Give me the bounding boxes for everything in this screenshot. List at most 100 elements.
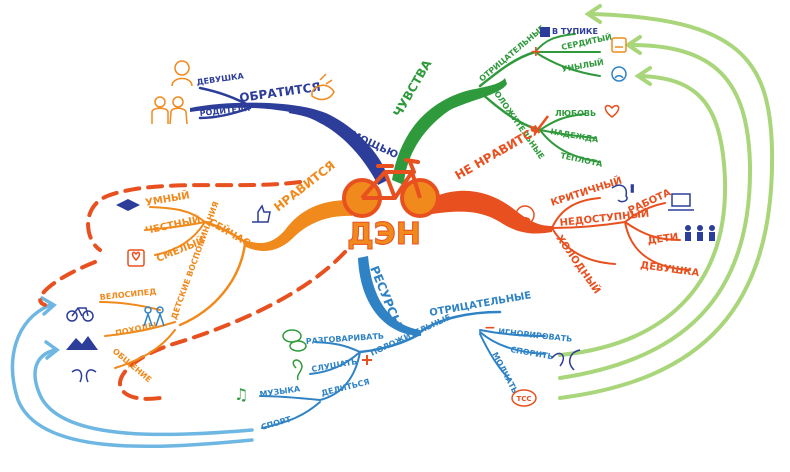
heart-icon <box>604 104 620 118</box>
music-symbol: ♫ <box>234 385 248 404</box>
line-likes-honest <box>144 221 206 231</box>
feelings-pos-item-0: ЛЮБОВЬ <box>555 109 596 118</box>
line-feelings-pos-a <box>539 113 586 131</box>
music-notes-icon: ♫ <box>234 385 248 404</box>
green-arrow-head-2 <box>624 35 642 55</box>
res-pos-item-4: СПОРТ <box>260 415 293 432</box>
sad-face-icon <box>611 66 627 82</box>
line-feelings-pos-b <box>539 129 596 139</box>
res-neg-item-2: МОЛЧАТЬ <box>490 351 519 396</box>
help-title: ОБРАТИТСЯ <box>238 80 321 105</box>
checkmark-icon <box>529 115 549 134</box>
sub-branches <box>99 33 691 429</box>
line-likes-smart <box>149 206 206 223</box>
likes-child-item-2: ОБЩЕНИЕ <box>111 347 153 385</box>
green-arrow-inner <box>558 74 728 357</box>
line-res-ignore <box>479 329 546 337</box>
brave-icon <box>127 249 145 267</box>
shush-bubble-icon: ТСС <box>511 389 537 407</box>
bicycle-icon <box>342 158 440 218</box>
line-feelings-pos-c <box>539 129 601 163</box>
dashed-boundary-top <box>86 180 302 252</box>
line-res-neg <box>418 310 502 334</box>
bicycle-small-icon <box>66 307 94 322</box>
line-dislikes-kids <box>624 221 681 241</box>
green-arrow-outer <box>558 12 775 400</box>
res-pos-item-2: ДЕЛИТЬСЯ <box>320 377 370 398</box>
dashed-boundary <box>38 180 347 401</box>
line-dislikes-unreach <box>551 221 626 229</box>
green-arrow-head-3 <box>634 66 652 86</box>
branch-feelings <box>392 78 507 185</box>
line-feelings-neg-a <box>534 33 576 53</box>
center-label: ДЭН <box>347 217 421 252</box>
minus-icon: − <box>484 320 496 336</box>
blue-arrow-outer <box>10 303 254 449</box>
line-res-listen <box>309 351 361 375</box>
mountains-icon <box>66 336 98 350</box>
line-feelings-pos <box>478 90 542 132</box>
feelings-pos-item-1: НАДЕЖДА <box>550 127 600 144</box>
minus-symbol: − <box>484 320 496 336</box>
line-res-pos <box>358 332 422 354</box>
children-icon <box>685 225 715 241</box>
line-likes-talk <box>114 329 176 369</box>
speech-bubbles-icon <box>282 329 307 352</box>
svg-text:!: ! <box>630 184 635 195</box>
line-dislikes-crit <box>551 197 601 229</box>
likes-now-item-1: ЧЕСТНЫЙ <box>144 213 202 237</box>
likes-now-item-0: УМНЫЙ <box>144 188 190 209</box>
dislikes-item-girl: ДЕВУШКА <box>640 260 701 279</box>
green-return-arrows <box>558 4 775 400</box>
line-likes-hike <box>104 321 176 337</box>
arguing-faces-icon <box>551 349 581 371</box>
line-res-argue <box>479 331 546 355</box>
dislikes-critical: КРИТИЧНЫЙ <box>549 174 624 209</box>
line-res-music <box>259 395 321 401</box>
line-feelings-neg-c <box>534 51 601 77</box>
helping-hands-icon <box>311 73 335 101</box>
branch-resources <box>358 256 421 336</box>
green-arrow-middle <box>558 43 753 380</box>
critic-profile-icon: ! <box>611 183 635 203</box>
feelings-pos-item-2: ТЕПЛОТА <box>560 151 604 169</box>
line-res-talk <box>314 341 361 353</box>
line-help-devushka <box>198 86 252 108</box>
feelings-title: ЧУВСТВА <box>390 57 434 120</box>
deadend-sign-icon: + <box>530 27 550 60</box>
branch-help <box>190 102 388 185</box>
res-neg-item-0: ИГНОРИРОВАТЬ <box>498 327 573 344</box>
dislikes-title: НЕ НРАВИТСЯ <box>453 122 543 182</box>
ear-icon <box>292 359 303 381</box>
line-dislikes-girl <box>624 221 691 271</box>
feelings-neg-item-0: В ТУПИКЕ <box>552 27 598 36</box>
dashed-boundary-left <box>38 260 97 307</box>
dislikes-cold: ХОЛОДНЫЙ <box>554 232 604 296</box>
line-res-share <box>319 351 361 401</box>
line-dislikes-cold <box>551 227 616 265</box>
line-help-pomosch <box>288 110 342 130</box>
res-neg-item-1: СПОРИТЬ <box>510 345 554 361</box>
line-likes-child <box>178 242 247 327</box>
res-pos-item-0: РАЗГОВАРИВАТЬ <box>306 332 385 346</box>
blue-return-arrows <box>10 296 254 449</box>
thumbs-up-icon <box>252 204 271 223</box>
line-likes-bike <box>99 301 161 311</box>
girl-portrait-icon <box>171 60 193 87</box>
plus-green-icon <box>362 355 372 365</box>
frowning-face-icon <box>515 205 535 225</box>
blue-arrow-inner <box>33 348 254 437</box>
line-res-silent <box>479 333 511 381</box>
blue-arrow-head-1 <box>40 296 57 316</box>
likes-child-item-0: ВЕЛОСИПЕД <box>99 287 156 302</box>
line-res-sport <box>261 401 321 429</box>
res-pos-item-1: СЛУШАТЬ <box>311 357 358 374</box>
help-item-devushka: ДЕВУШКА <box>196 71 245 87</box>
plus-symbol: + <box>530 44 542 60</box>
parents-icon <box>151 96 188 125</box>
branch-likes <box>244 200 352 252</box>
laptop-icon <box>668 193 694 211</box>
kids-holding-hands-icon <box>143 306 165 327</box>
